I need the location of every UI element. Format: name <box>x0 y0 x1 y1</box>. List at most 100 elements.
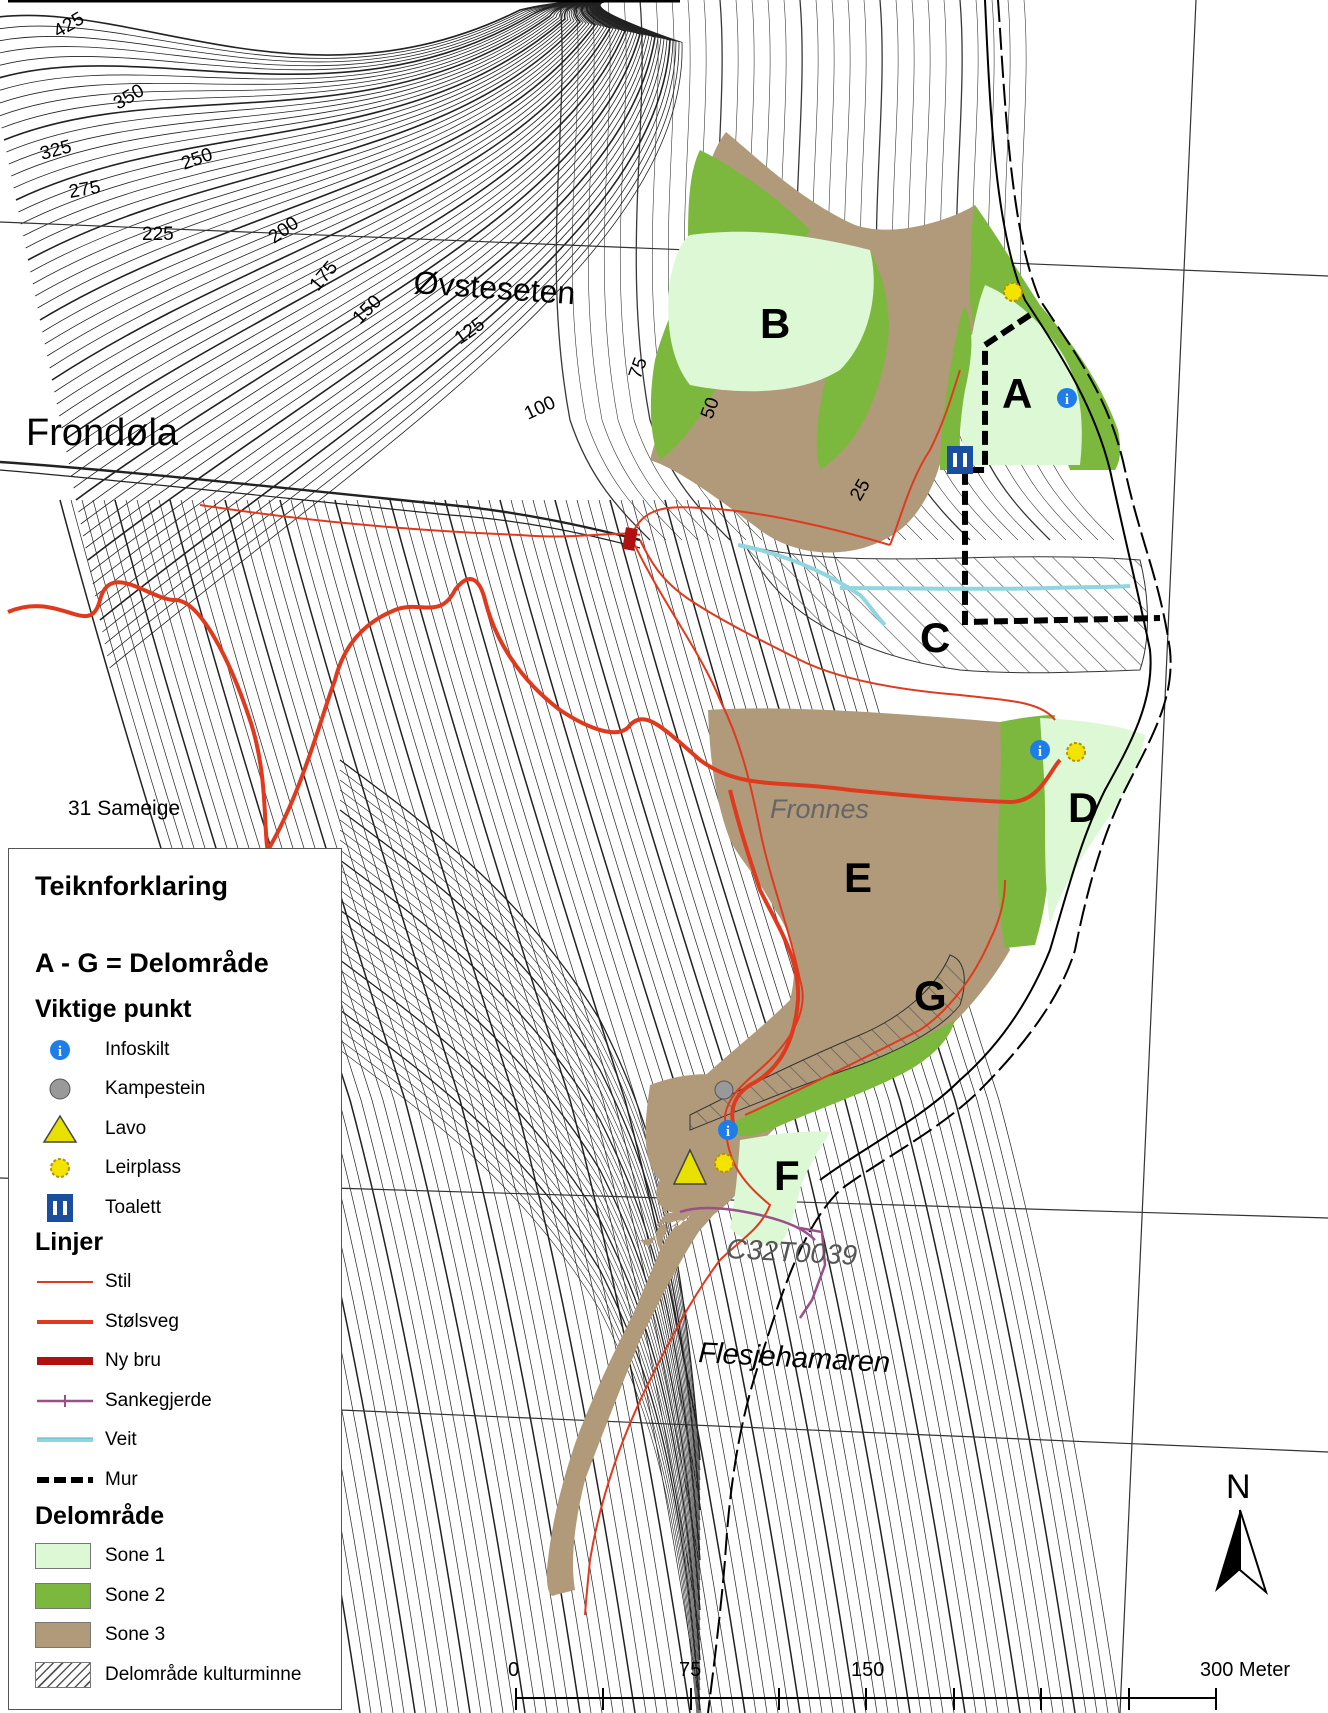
legend-item-leirplass: Leirplass <box>35 1149 341 1189</box>
place-label-frondola: Frondøla <box>26 412 179 454</box>
contour-label: 225 <box>142 224 174 245</box>
legend-item-sone1: Sone 1 <box>35 1537 341 1577</box>
info-sign-a[interactable]: i <box>1057 388 1077 408</box>
veit-ditch[interactable] <box>737 543 1131 627</box>
zone-letter-e: E <box>844 854 872 901</box>
zone-letter-f: F <box>774 1152 800 1199</box>
legend-item-lavo: Lavo <box>35 1109 341 1149</box>
svg-text:i: i <box>726 1124 730 1140</box>
place-label-flesjehamaren: Flesjehamaren <box>698 1337 891 1379</box>
zone-culture-g[interactable] <box>689 954 965 1131</box>
contour-label: 100 <box>521 392 559 424</box>
legend-item-infoskilt: i Infoskilt <box>35 1030 341 1070</box>
campsite-d[interactable] <box>1066 742 1086 762</box>
info-sign-d[interactable]: i <box>1030 740 1050 760</box>
contour-label: 150 <box>349 291 386 328</box>
zone-letter-g: G <box>914 972 947 1019</box>
contour-label: 350 <box>110 80 148 114</box>
zone-sone1-f[interactable] <box>730 1131 830 1245</box>
coastline <box>819 0 1152 1181</box>
contour-label: 75 <box>625 355 652 382</box>
legend-item-kulturminne: Delområde kulturminne <box>35 1655 341 1695</box>
legend-label: Delområde kulturminne <box>105 1663 302 1685</box>
legend-label: Sone 2 <box>105 1584 166 1606</box>
contour-label: 250 <box>179 144 216 175</box>
coastline-dashed <box>707 0 1172 1713</box>
info-sign-f[interactable]: i <box>718 1120 738 1140</box>
stolsveg-road[interactable] <box>7 577 1062 1131</box>
legend-item-veit: Veit <box>35 1421 341 1461</box>
zone-sone1-b[interactable] <box>668 231 874 392</box>
fence-line-icon <box>35 1386 95 1416</box>
campsite-f[interactable] <box>714 1153 734 1173</box>
boulder-g[interactable] <box>714 1080 734 1100</box>
svg-text:i: i <box>58 1044 62 1060</box>
legend-label: Sone 3 <box>105 1624 166 1646</box>
zone-letters: B A C D E G F <box>760 300 1098 1199</box>
campsite-a[interactable] <box>1003 282 1023 302</box>
sone3-swatch <box>35 1622 91 1649</box>
zone-sone3-southwest[interactable] <box>546 1074 764 1596</box>
legend-item-stolsveg: Stølsveg <box>35 1302 341 1342</box>
lavo-f[interactable] <box>672 1148 708 1185</box>
legend-title: Teiknforklaring <box>35 871 229 901</box>
zone-letter-c: C <box>920 614 950 661</box>
legend-item-stil: Stil <box>35 1263 341 1303</box>
legend-label: Stil <box>105 1271 132 1293</box>
stolsveg-line-icon <box>35 1307 95 1337</box>
contour-label: 125 <box>451 314 489 349</box>
zone-letter-d: D <box>1068 784 1098 831</box>
north-arrow-icon: N <box>1215 1468 1269 1596</box>
scale-tick-300: 300 Meter <box>1200 1659 1290 1681</box>
legend-item-sone3: Sone 3 <box>35 1616 341 1656</box>
svg-text:i: i <box>1065 392 1069 408</box>
legend-label: Kampestein <box>105 1078 206 1100</box>
legend-item-sankegjerde: Sankegjerde <box>35 1381 341 1421</box>
zone-sone1-d[interactable] <box>1040 718 1145 925</box>
place-label-ovsteseten: Øvsteseten <box>413 264 577 311</box>
path-line-icon <box>35 1267 95 1297</box>
legend-item-sone2: Sone 2 <box>35 1576 341 1616</box>
zone-letter-a: A <box>1002 370 1032 417</box>
scale-tick-150: 150 <box>851 1659 884 1681</box>
zone-sone2-a-west[interactable] <box>940 305 972 470</box>
legend-item-ny-bru: Ny bru <box>35 1342 341 1382</box>
legend-label: Toalett <box>105 1196 161 1218</box>
scale-tick-75: 75 <box>679 1659 701 1681</box>
svg-text:N: N <box>1226 1468 1251 1506</box>
legend-item-toalett: Toalett <box>35 1188 341 1228</box>
wall-line-icon <box>35 1465 95 1495</box>
info-icon: i <box>35 1035 95 1065</box>
lavo-triangle-icon <box>35 1114 95 1144</box>
scale-tick-0: 0 <box>508 1659 519 1681</box>
toilet-a[interactable] <box>947 446 973 474</box>
zone-sone1-a[interactable] <box>960 285 1082 465</box>
contour-label: 325 <box>38 136 74 164</box>
stil-path[interactable] <box>199 369 1056 1616</box>
contour-label: 200 <box>265 213 303 248</box>
place-label-sameige: 31 Sameige <box>68 797 180 820</box>
map-legend: Teiknforklaring A - G = Delområde Viktig… <box>8 848 342 1710</box>
mur-wall[interactable] <box>962 312 1161 626</box>
legend-label: Sone 1 <box>105 1545 166 1567</box>
toilet-icon <box>35 1193 95 1223</box>
place-label-fronnes: Fronnes <box>770 794 869 824</box>
legend-subtitle: A - G = Delområde <box>35 948 269 978</box>
zone-sone3-south[interactable] <box>552 708 1010 1595</box>
new-bridge-icon <box>35 1346 95 1376</box>
sone1-swatch <box>35 1543 91 1570</box>
legend-label: Ny bru <box>105 1350 161 1372</box>
zone-sone2-d-west[interactable] <box>997 715 1055 948</box>
legend-item-mur: Mur <box>35 1460 341 1500</box>
zone-culture-c[interactable] <box>743 544 1148 674</box>
sankegjerde-fence[interactable] <box>679 1206 827 1319</box>
legend-label: Lavo <box>105 1117 147 1139</box>
contour-label: 275 <box>67 177 102 203</box>
legend-label: Mur <box>105 1468 138 1490</box>
ditch-line-icon <box>35 1425 95 1455</box>
culture-hatch-swatch <box>35 1661 91 1688</box>
sone2-swatch <box>35 1582 91 1609</box>
zone-letter-b: B <box>760 300 790 347</box>
new-bridge[interactable] <box>622 527 638 551</box>
